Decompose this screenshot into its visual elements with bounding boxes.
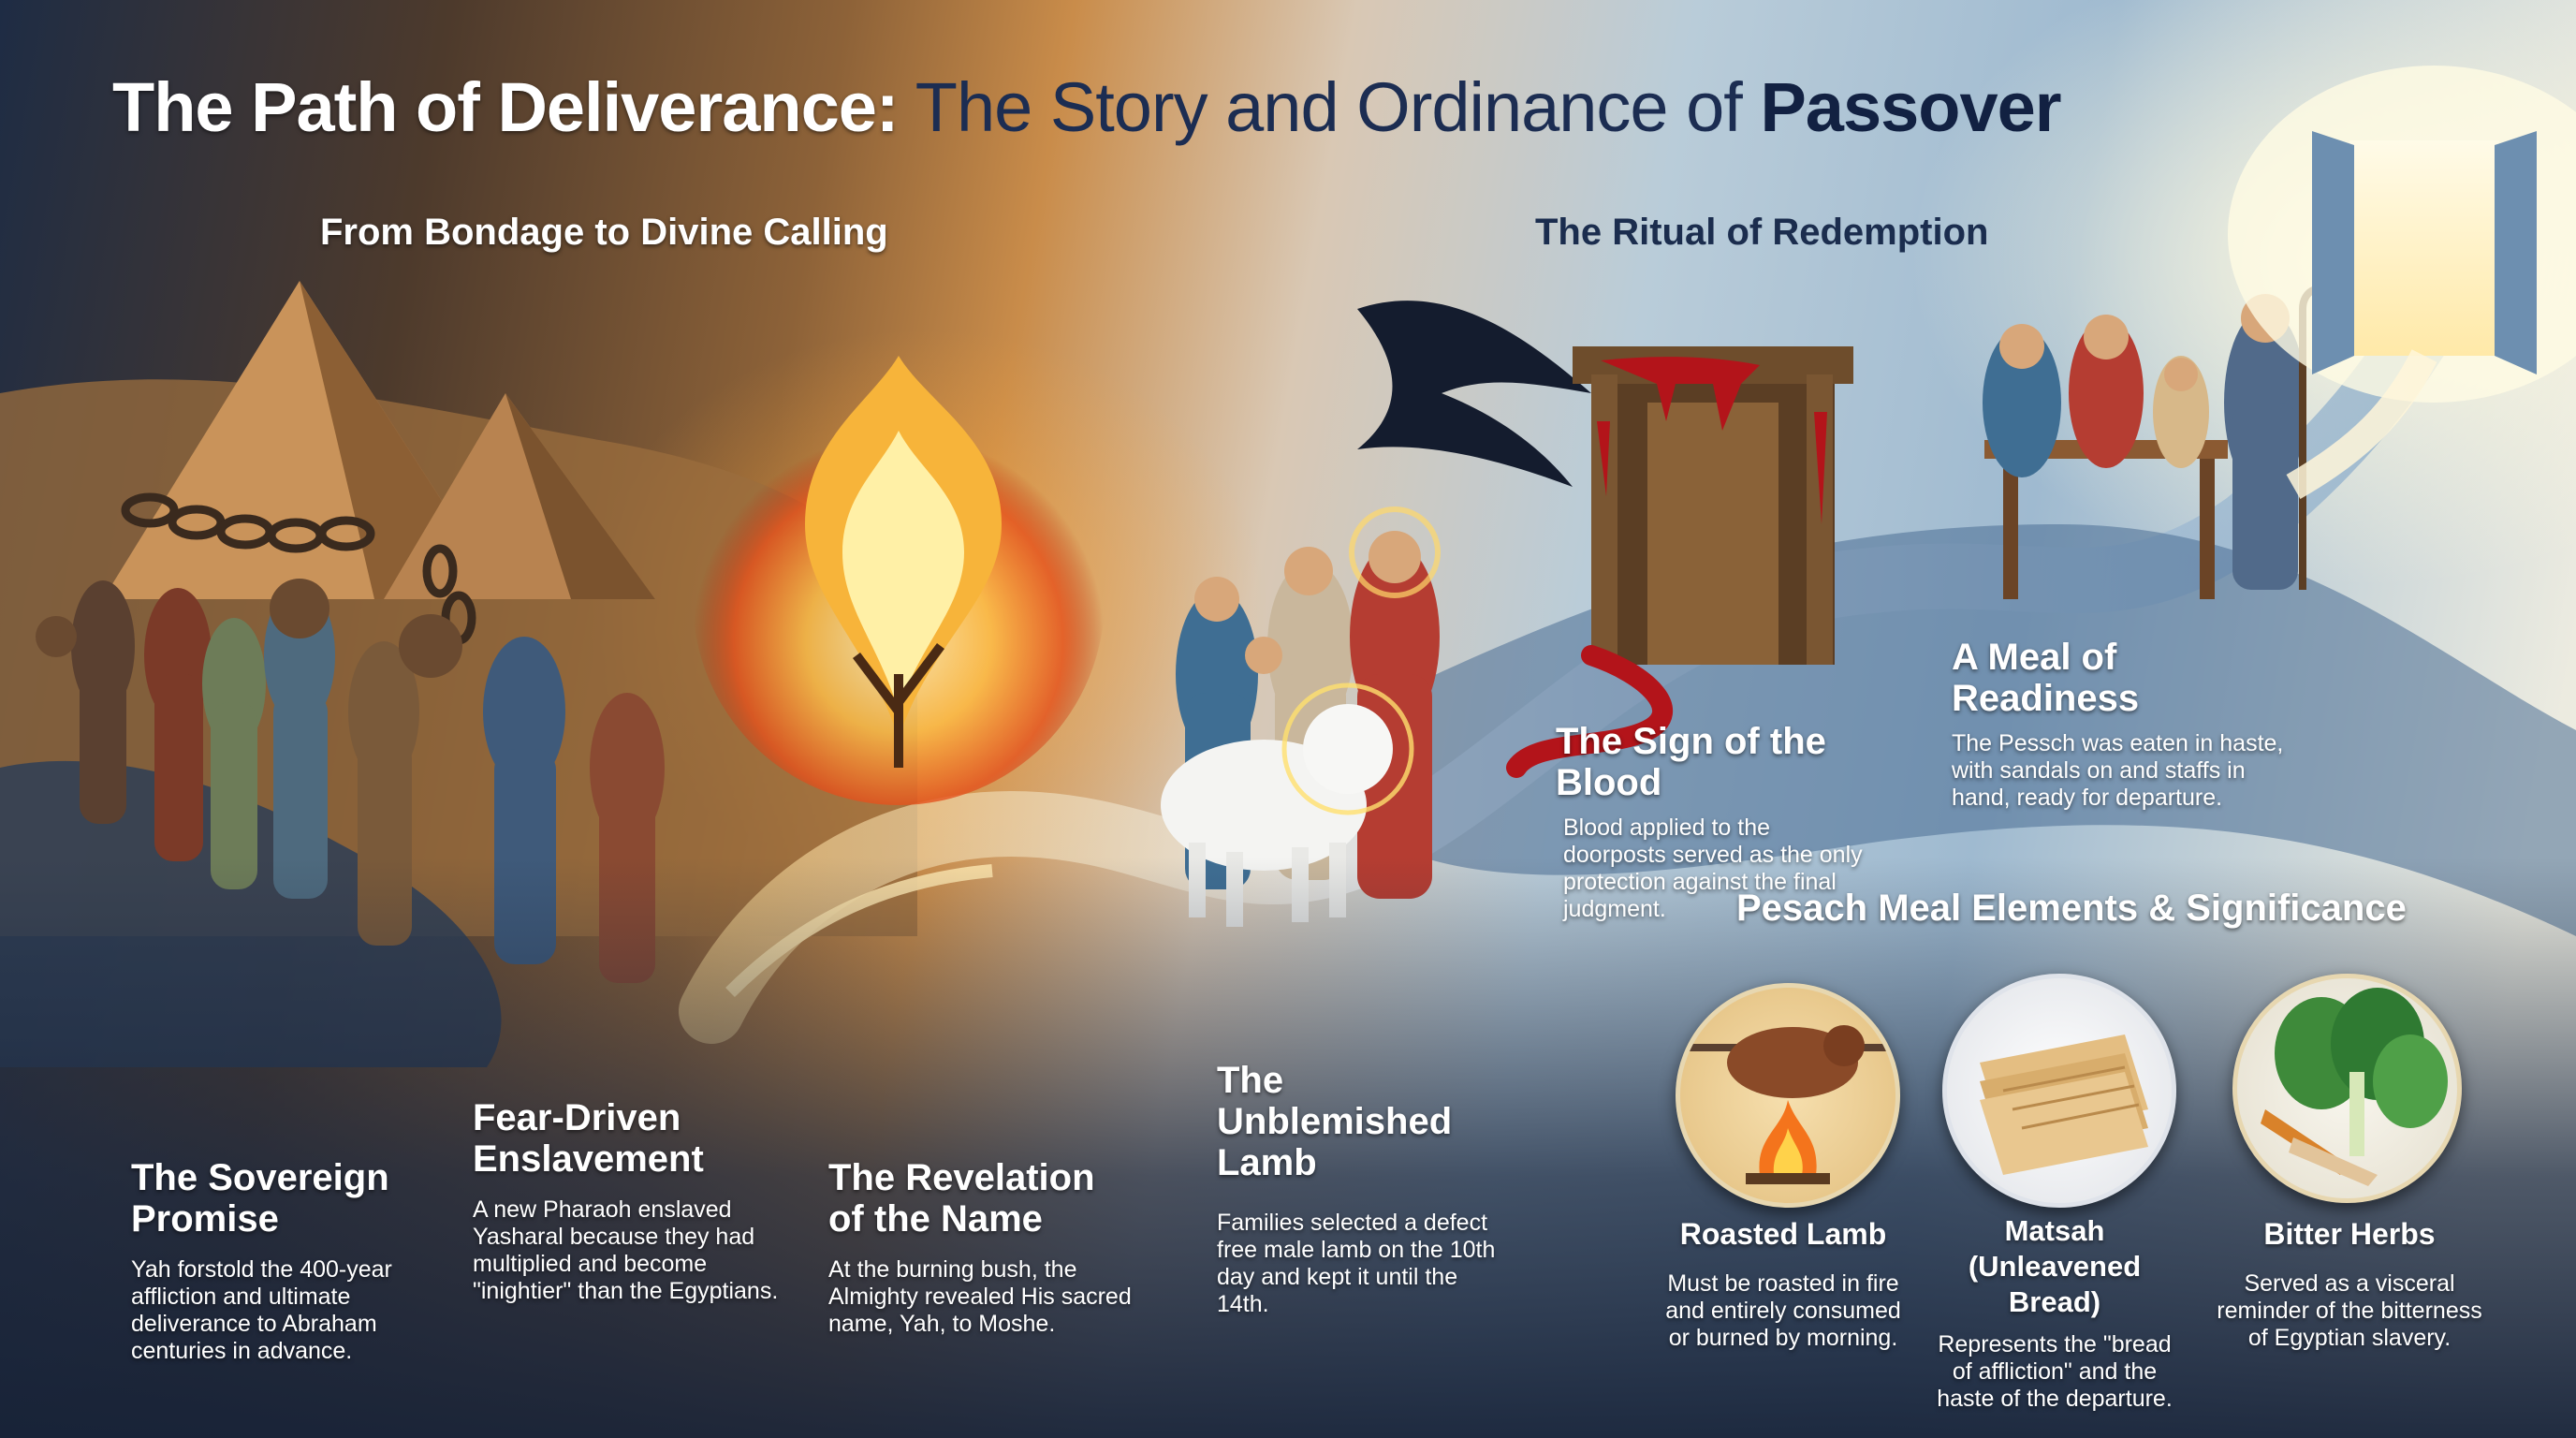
meal-item-matsah: Matsah (Unleavened Bread) Represents the…: [1914, 1213, 2195, 1413]
meal-item-title: Matsah (Unleavened Bread): [1968, 1214, 2142, 1318]
step-title: The Sovereign Promise: [131, 1157, 389, 1240]
step-body: Families selected a defect free male lam…: [1217, 1210, 1496, 1317]
step-fear-driven-enslavement: Fear-Driven Enslavement A new Pharaoh en…: [473, 1097, 782, 1305]
step-body: The Pessch was eaten in haste, with sand…: [1952, 730, 2284, 811]
step-title: Fear-Driven Enslavement: [473, 1097, 704, 1180]
burning-bush-icon: [693, 356, 1105, 805]
matsah-icon: [1980, 1034, 2148, 1175]
meal-item-body: Must be roasted in fire and entirely con…: [1665, 1270, 1901, 1351]
roasted-lamb-icon: [1690, 1025, 1886, 1184]
bitter-herbs-icon: [2261, 988, 2448, 1186]
section-heading-meal: Pesach Meal Elements & Significance: [1736, 888, 2407, 929]
title-part-3: Passover: [1760, 68, 2061, 146]
step-unblemished-lamb: The Unblemished Lamb Families selected a…: [1217, 1060, 1498, 1318]
open-door-light-icon: [2228, 66, 2576, 500]
blood-door-icon: [1506, 346, 1853, 778]
title-part-2: The Story and Ordinance of: [898, 68, 1761, 146]
step-body: At the burning bush, the Almighty reveal…: [828, 1256, 1132, 1337]
step-sign-of-the-blood: The Sign of the Blood Blood applied to t…: [1556, 721, 1930, 923]
step-body: Yah forstold the 400-year affliction and…: [131, 1256, 392, 1364]
meal-item-body: Served as a visceral reminder of the bit…: [2217, 1270, 2482, 1351]
meal-table-figures: [1983, 286, 2334, 599]
meal-item-bitter-herbs: Bitter Herbs Served as a visceral remind…: [2209, 1217, 2490, 1352]
step-title: The Sign of the Blood: [1556, 721, 1826, 803]
bitter-herbs-dish: [2232, 974, 2462, 1203]
meal-item-title: Bitter Herbs: [2263, 1217, 2436, 1251]
meal-item-title: Roasted Lamb: [1679, 1217, 1887, 1251]
title-part-1: The Path of Deliverance:: [112, 68, 900, 146]
pyramids-icon: [103, 281, 655, 599]
step-revelation-of-the-name: The Revelation of the Name At the burnin…: [828, 1157, 1137, 1338]
step-title: The Unblemished Lamb: [1217, 1060, 1453, 1183]
step-body: Blood applied to the doorposts served as…: [1563, 814, 1863, 922]
matsah-dish: [1942, 974, 2176, 1208]
step-body: A new Pharaoh enslaved Yasharal because …: [473, 1196, 779, 1304]
section-heading-right: The Ritual of Redemption: [1535, 212, 1989, 253]
roasted-lamb-dish: [1676, 983, 1900, 1208]
meal-item-body: Represents the "bread of affliction" and…: [1937, 1331, 2173, 1412]
step-title: A Meal of Readiness: [1952, 637, 2140, 719]
page-title: The Path of Deliverance: The Story and O…: [112, 67, 2062, 147]
meal-item-roasted-lamb: Roasted Lamb Must be roasted in fire and…: [1633, 1217, 1933, 1352]
step-meal-of-readiness: A Meal of Readiness The Pessch was eaten…: [1952, 637, 2307, 812]
step-sovereign-promise: The Sovereign Promise Yah forstold the 4…: [131, 1157, 431, 1365]
destroyer-shadow-icon: [1357, 301, 1591, 487]
section-heading-left: From Bondage to Divine Calling: [320, 212, 888, 253]
step-title: The Revelation of the Name: [828, 1157, 1095, 1240]
